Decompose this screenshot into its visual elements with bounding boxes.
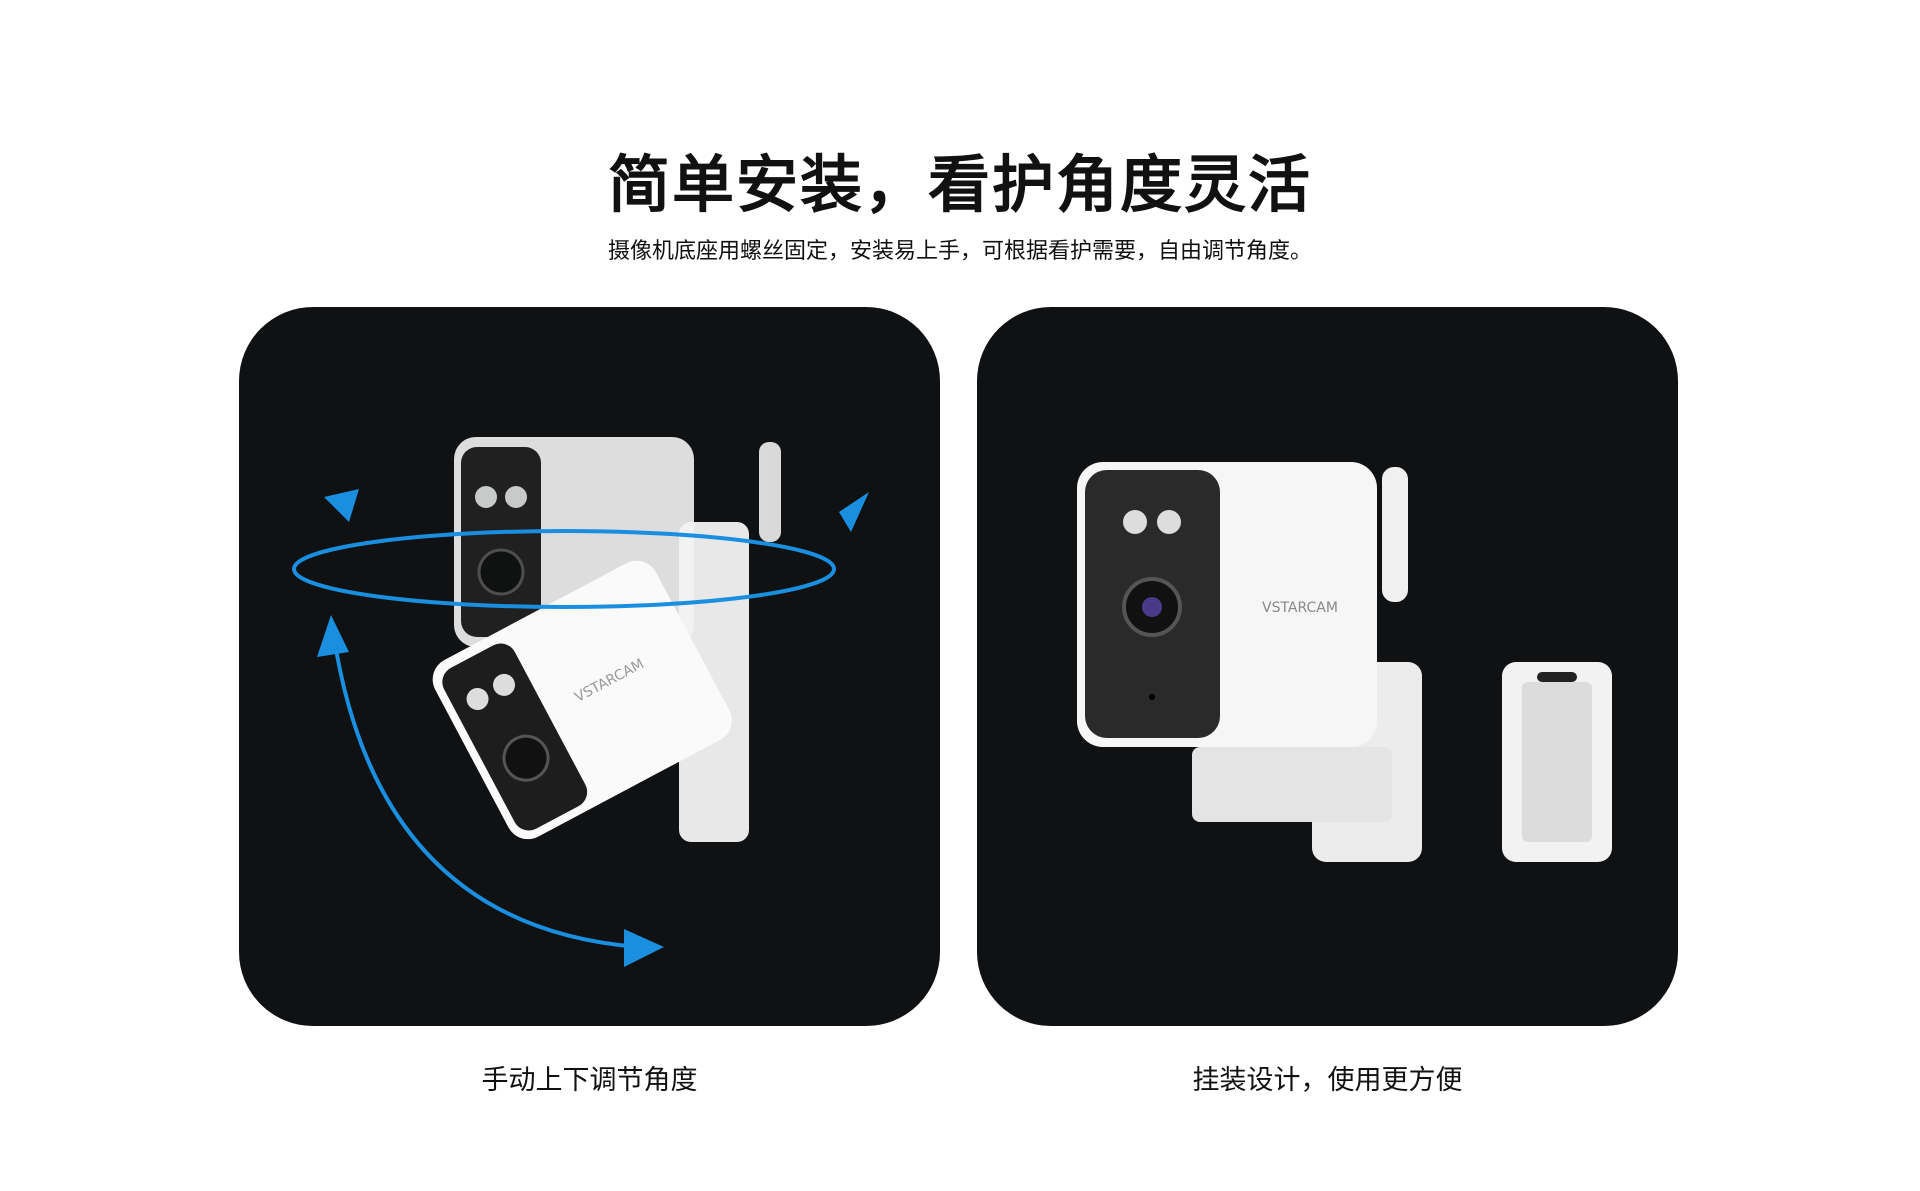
mounting-bracket (1502, 662, 1612, 862)
rotation-image-panel: VSTARCAM (239, 307, 940, 1026)
horizontal-rotation-arrow (292, 529, 836, 609)
camera-wall-mount-illustration: VSTARCAM (1077, 462, 1612, 862)
arrow-head-icon (624, 929, 664, 967)
caption-rotation: 手动上下调节角度 (481, 1065, 698, 1096)
vertical-tilt-arrow (332, 636, 640, 949)
camera-tilted: VSTARCAM (432, 560, 732, 840)
camera: VSTARCAM (1077, 462, 1408, 747)
page-title: 简单安装，看护角度灵活 (607, 148, 1312, 221)
page-subtitle: 摄像机底座用螺丝固定，安装易上手，可根据看护需要，自由调节角度。 (607, 239, 1312, 264)
arrow-head-icon (839, 492, 869, 532)
camera-rotation-illustration: VSTARCAM (292, 437, 869, 967)
brand-logo: VSTARCAM (1262, 600, 1338, 616)
arrow-head-icon (317, 615, 349, 657)
arrow-head-icon (324, 489, 359, 522)
mount-arm (1192, 747, 1392, 822)
mount-image-panel: VSTARCAM (977, 307, 1678, 1026)
caption-mount: 挂装设计，使用更方便 (1192, 1065, 1463, 1096)
